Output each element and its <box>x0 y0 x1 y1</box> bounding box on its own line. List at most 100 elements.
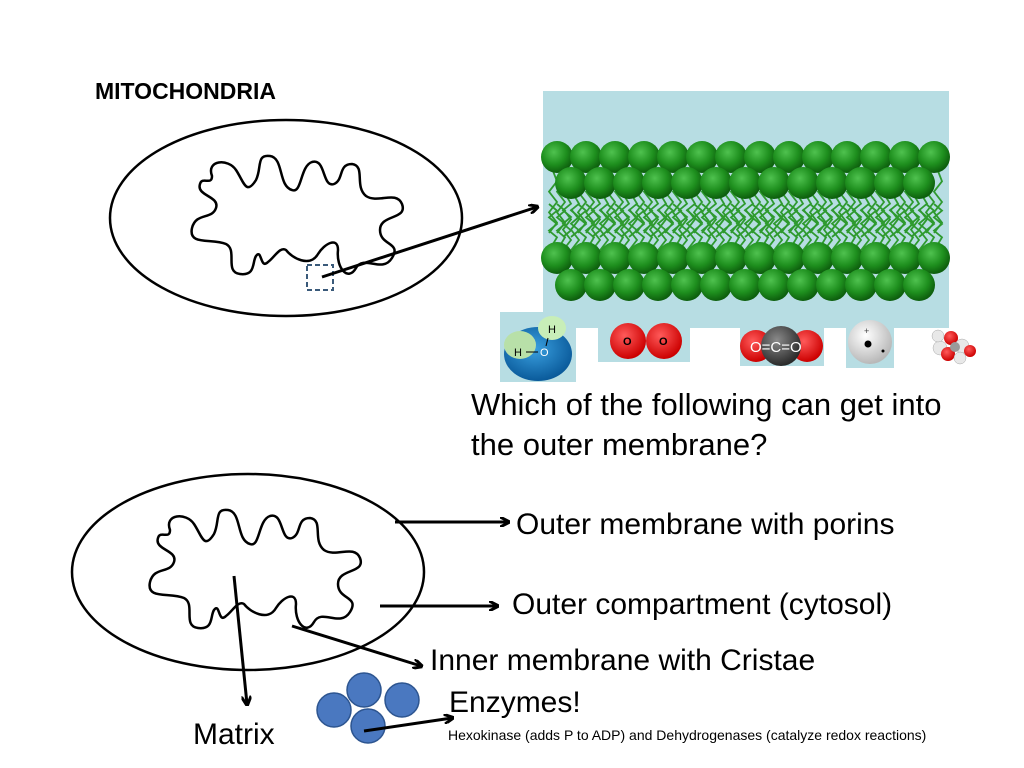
outer-membrane-label: Outer membrane with porins <box>516 508 895 541</box>
lipid-head <box>831 242 863 274</box>
enzyme-cluster <box>316 672 452 744</box>
lipid-head <box>613 167 645 199</box>
lipid-head <box>787 167 819 199</box>
lipid-head <box>903 167 935 199</box>
lipid-head <box>686 141 718 173</box>
mitochondrion-top <box>108 118 537 318</box>
oxygen-o2-label: O <box>659 336 668 348</box>
lipid-tail <box>779 203 791 245</box>
oxygen-molecule: O O <box>598 320 690 362</box>
lipid-head <box>845 269 877 301</box>
lipid-head <box>744 141 776 173</box>
lipid-head <box>686 242 718 274</box>
lipid-head <box>584 167 616 199</box>
co2-formula-label: O=C=O <box>750 339 802 356</box>
enzyme-circle <box>350 708 386 744</box>
sugar-molecule-icon <box>931 329 976 365</box>
lipid-head <box>802 242 834 274</box>
lipid-head <box>758 269 790 301</box>
lipid-head <box>555 269 587 301</box>
lipid-head <box>642 167 674 199</box>
lipid-tail <box>866 203 878 245</box>
lipid-head <box>903 269 935 301</box>
lipid-head <box>874 269 906 301</box>
lipid-tail <box>932 170 944 234</box>
lipid-head <box>599 242 631 274</box>
page-title: MITOCHONDRIA <box>95 78 277 104</box>
lipid-head <box>787 269 819 301</box>
lipid-head <box>700 269 732 301</box>
lipid-head <box>584 269 616 301</box>
lipid-head <box>831 141 863 173</box>
lipid-head <box>860 141 892 173</box>
question-text: Which of the following can get into the … <box>471 387 942 462</box>
lipid-tail <box>808 203 820 245</box>
lipid-tail <box>924 203 936 245</box>
lipid-tail <box>605 203 617 245</box>
lipid-head <box>845 167 877 199</box>
lipid-head <box>613 269 645 301</box>
outer-membrane-bottom <box>70 472 426 672</box>
lipid-head <box>700 167 732 199</box>
lipid-head <box>715 141 747 173</box>
lipid-head <box>889 141 921 173</box>
arrow-inner-membrane <box>291 624 421 666</box>
outer-membrane-top <box>108 118 464 318</box>
lipid-tail <box>721 203 733 245</box>
water-o-label: O <box>540 347 549 359</box>
enzymes-label: Enzymes! <box>449 686 581 719</box>
lipid-head <box>758 167 790 199</box>
ion-molecule: + <box>846 320 894 368</box>
water-h1-label: H <box>548 324 556 336</box>
lipid-head <box>671 167 703 199</box>
lipid-head <box>570 141 602 173</box>
enzyme-circle <box>346 672 382 708</box>
lipid-head <box>773 242 805 274</box>
enzyme-detail-text: Hexokinase (adds P to ADP) and Dehydroge… <box>448 727 927 743</box>
lipid-head <box>773 141 805 173</box>
lipid-head <box>657 141 689 173</box>
lipid-head <box>816 167 848 199</box>
lipid-head <box>555 167 587 199</box>
lipid-head <box>744 242 776 274</box>
lipid-tail <box>837 203 849 245</box>
lipid-head <box>860 242 892 274</box>
inner-membrane-cristae-bottom <box>148 508 363 630</box>
lipid-head <box>816 269 848 301</box>
oxygen-o1-label: O <box>623 336 632 348</box>
lipid-head <box>889 242 921 274</box>
ion-charge-label: + <box>864 326 869 336</box>
lipid-head <box>541 242 573 274</box>
lipid-head <box>729 269 761 301</box>
molecules-row: H H O O O O=C=O + <box>500 312 976 382</box>
lipid-head <box>918 242 950 274</box>
enzyme-circle <box>316 692 352 728</box>
arrow-enzymes <box>363 718 452 733</box>
water-h2-label: H <box>514 347 522 359</box>
arrow-matrix <box>232 575 247 704</box>
mitochondrion-bottom <box>70 472 508 704</box>
lipid-head <box>729 167 761 199</box>
lipid-head <box>715 242 747 274</box>
lipid-head <box>628 242 660 274</box>
lipid-tail <box>692 203 704 245</box>
zoom-arrow <box>321 207 537 279</box>
lipid-head <box>918 141 950 173</box>
outer-compartment-label: Outer compartment (cytosol) <box>512 588 893 621</box>
carbon-dioxide-molecule: O=C=O <box>740 322 824 366</box>
lipid-tail <box>576 203 588 245</box>
lipid-head <box>671 269 703 301</box>
lipid-head <box>628 141 660 173</box>
lipid-head <box>541 141 573 173</box>
inner-membrane-cristae-top <box>190 154 405 276</box>
lipid-tail <box>750 203 762 245</box>
enzyme-circle <box>384 682 420 718</box>
lipid-tail <box>895 203 907 245</box>
lipid-head <box>570 242 602 274</box>
lipid-head <box>599 141 631 173</box>
lipid-tail <box>547 203 559 245</box>
lipid-tail <box>663 203 675 245</box>
membrane-zoom-box <box>306 264 334 291</box>
lipid-heads <box>541 141 950 301</box>
